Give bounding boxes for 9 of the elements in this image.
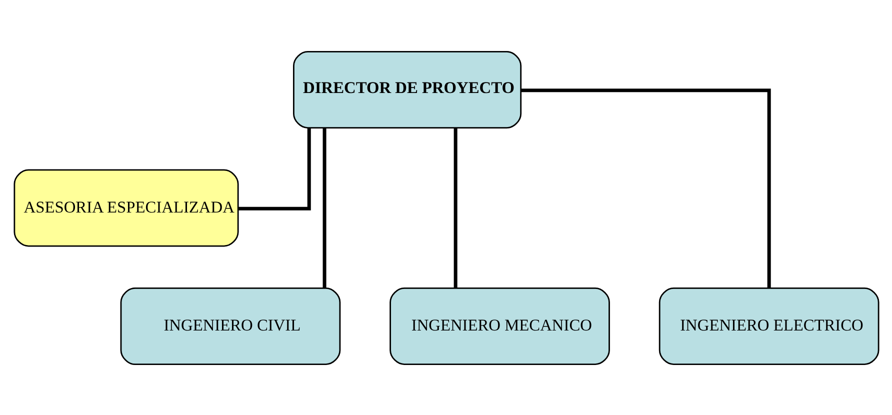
connector (453, 128, 457, 288)
node-box: INGENIERO ELECTRICO (658, 287, 879, 365)
connector (322, 128, 326, 288)
connector (238, 128, 310, 210)
connector (520, 88, 770, 288)
node-box: ASESORIA ESPECIALIZADA (13, 168, 238, 246)
node-box: DIRECTOR DE PROYECTO (292, 50, 522, 128)
node-box: INGENIERO CIVIL (120, 287, 340, 365)
node-box: INGENIERO MECANICO (389, 287, 610, 365)
